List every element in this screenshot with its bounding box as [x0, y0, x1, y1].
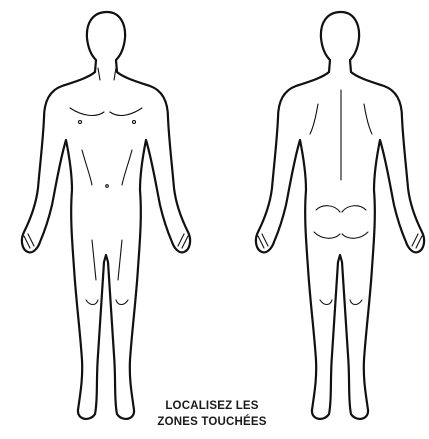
front-body-figure[interactable]: [22, 12, 190, 419]
back-body-figure[interactable]: [256, 12, 424, 419]
caption-line-1: LOCALISEZ LES: [148, 398, 276, 414]
caption-line-2: ZONES TOUCHÉES: [148, 414, 276, 430]
front-body-outline[interactable]: [22, 12, 190, 419]
back-body-outline[interactable]: [256, 12, 424, 419]
instruction-caption: LOCALISEZ LES ZONES TOUCHÉES: [148, 398, 276, 430]
